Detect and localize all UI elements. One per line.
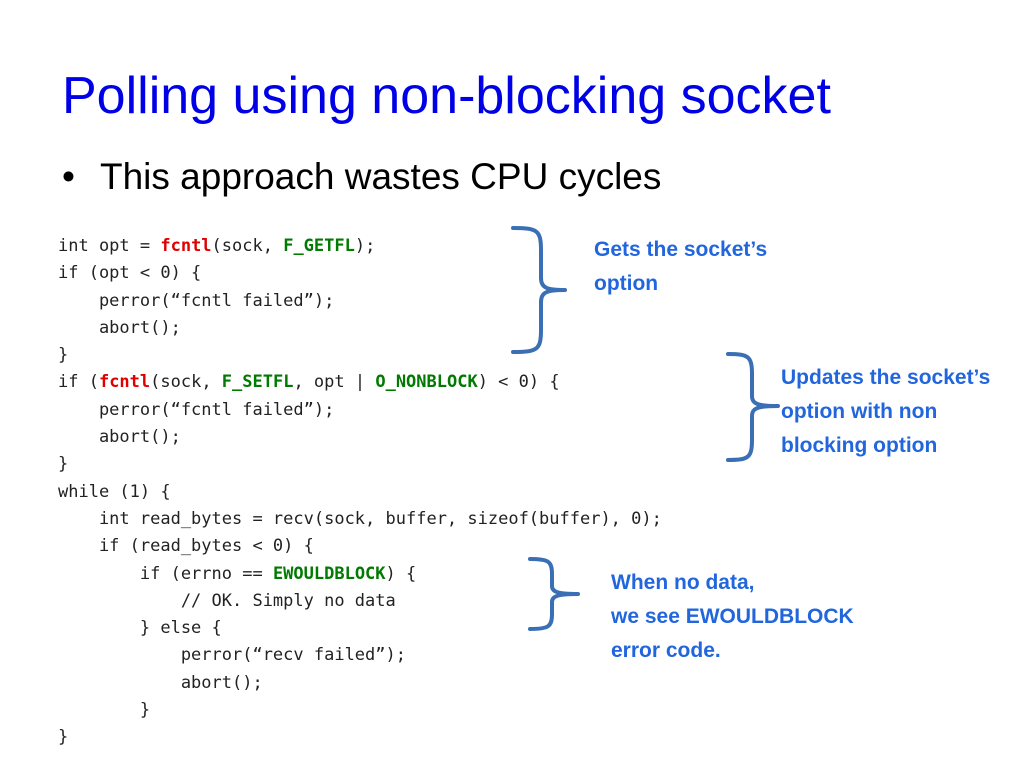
annotation-line: Gets the socket’s [594, 238, 768, 261]
code-line: perror(“recv failed”); [58, 642, 662, 669]
code-keyword-constant: F_GETFL [283, 236, 355, 256]
code-block: int opt = fcntl(sock, F_GETFL);if (opt <… [58, 233, 662, 752]
code-text: abort(); [58, 672, 263, 693]
code-text: ) < 0) { [477, 372, 560, 393]
code-line: abort(); [58, 670, 662, 697]
code-keyword-constant: O_NONBLOCK [375, 372, 478, 393]
slide-title: Polling using non-blocking socket [62, 67, 831, 125]
code-text: , opt | [293, 372, 376, 393]
code-text: if (opt < 0) { [58, 263, 202, 284]
bracket-setfl [726, 352, 780, 462]
code-text: // OK. Simply no data [58, 590, 396, 611]
code-line: perror(“fcntl failed”); [58, 397, 662, 424]
code-line: while (1) { [58, 479, 662, 506]
code-text: ); [354, 236, 376, 256]
annotation-line: blocking option [781, 434, 938, 457]
code-text: while (1) { [58, 481, 171, 502]
code-line: // OK. Simply no data [58, 588, 662, 615]
annotation-line: When no data, [611, 571, 755, 594]
code-line: if (fcntl(sock, F_SETFL, opt | O_NONBLOC… [58, 369, 662, 396]
code-keyword-function: fcntl [160, 236, 212, 256]
annotation-line: Updates the socket’s [781, 366, 991, 389]
code-text: abort(); [58, 427, 181, 448]
code-line: abort(); [58, 315, 662, 342]
code-text: (sock, [211, 236, 284, 256]
bullet-dot: • [62, 156, 75, 197]
code-line: if (read_bytes < 0) { [58, 533, 662, 560]
bullet-item: • This approach wastes CPU cycles [62, 154, 661, 200]
code-line: abort(); [58, 424, 662, 451]
code-text: if ( [58, 372, 99, 393]
code-line: } [58, 724, 662, 751]
annotation-line: error code. [611, 639, 721, 662]
annotation-line: we see EWOULDBLOCK [611, 605, 854, 628]
code-keyword-function: fcntl [98, 372, 151, 393]
code-text: } else { [58, 618, 222, 639]
code-text: abort(); [58, 317, 181, 338]
code-text: int opt = [58, 236, 161, 256]
code-line: } [58, 451, 662, 478]
code-text: } [58, 345, 69, 366]
code-text: } [58, 454, 69, 475]
code-text: if (read_bytes < 0) { [58, 536, 314, 557]
code-line: if (errno == EWOULDBLOCK) { [58, 561, 662, 588]
bracket-ewouldblock [528, 557, 580, 631]
code-text: (sock, [150, 372, 222, 393]
code-text: perror(“fcntl failed”); [58, 290, 335, 311]
code-text: } [58, 700, 151, 721]
code-line: } [58, 697, 662, 724]
annotation-setfl: Updates the socket’s option with non blo… [781, 361, 990, 463]
code-line: int read_bytes = recv(sock, buffer, size… [58, 506, 662, 533]
code-line: perror(“fcntl failed”); [58, 288, 662, 315]
bullet-text: This approach wastes CPU cycles [100, 156, 662, 197]
code-text: int read_bytes = recv(sock, buffer, size… [58, 508, 662, 529]
annotation-ewouldblock: When no data, we see EWOULDBLOCK error c… [611, 566, 854, 668]
code-text: perror(“fcntl failed”); [58, 399, 335, 420]
code-keyword-constant: F_SETFL [221, 372, 294, 393]
code-text: } [58, 727, 69, 748]
bracket-getfl [511, 226, 567, 354]
code-text: perror(“recv failed”); [58, 645, 406, 666]
annotation-line: option [594, 272, 659, 295]
annotation-getfl: Gets the socket’s option [594, 233, 767, 301]
code-line: if (opt < 0) { [58, 260, 662, 287]
code-text: ) { [385, 563, 417, 584]
code-line: int opt = fcntl(sock, F_GETFL); [58, 233, 662, 260]
code-text: if (errno == [58, 563, 273, 584]
code-keyword-constant: EWOULDBLOCK [272, 563, 386, 584]
code-line: } [58, 342, 662, 369]
code-line: } else { [58, 615, 662, 642]
annotation-line: option with non [781, 400, 938, 423]
